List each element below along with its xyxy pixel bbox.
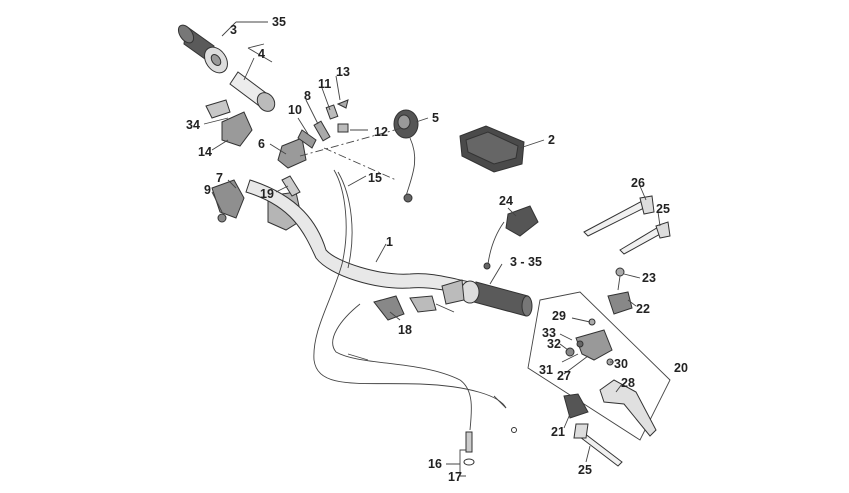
callout-29: 29: [552, 309, 566, 323]
callout-34: 34: [186, 118, 200, 132]
callout-16: 16: [428, 457, 442, 471]
clutch-perch-part[interactable]: [373, 295, 455, 321]
callout-7: 7: [216, 171, 223, 185]
callout-4: 4: [258, 47, 265, 61]
callout-11: 11: [318, 77, 331, 91]
handlebar-part[interactable]: [245, 179, 475, 295]
throttle-tube-part[interactable]: [229, 71, 278, 115]
switch-part[interactable]: [393, 109, 419, 203]
callout-15: 15: [368, 171, 382, 185]
callout-26: 26: [631, 176, 645, 190]
callout-3: 3: [230, 23, 237, 37]
callout-5: 5: [432, 111, 439, 125]
handlebar-pad-part[interactable]: [459, 125, 525, 173]
callout-33: 33: [542, 326, 556, 340]
callout-14: 14: [198, 145, 212, 159]
throttle-grip-part[interactable]: [175, 22, 232, 77]
assembly-line: [299, 127, 403, 181]
callout-3-35: 3 - 35: [510, 255, 542, 269]
callout-20: 20: [674, 361, 688, 375]
callout-22: 22: [636, 302, 650, 316]
callout-31: 31: [539, 363, 553, 377]
cable-tie-part[interactable]: [573, 195, 671, 467]
leader-lines: [203, 21, 661, 477]
grip-part[interactable]: [441, 279, 533, 317]
callout-8: 8: [304, 89, 311, 103]
callout-27: 27: [557, 369, 571, 383]
callout-21: 21: [551, 425, 565, 439]
callout-24: 24: [499, 194, 513, 208]
callout-30: 30: [614, 357, 628, 371]
callout-35-top: 35: [272, 15, 286, 29]
lever-guard-part[interactable]: [563, 393, 589, 419]
callout-19: 19: [260, 187, 274, 201]
callout-9: 9: [204, 183, 211, 197]
cable-part: [313, 169, 517, 466]
callout-17: 17: [448, 470, 462, 484]
callout-2: 2: [548, 133, 555, 147]
callout-1: 1: [386, 235, 393, 249]
clamp-part[interactable]: [607, 267, 633, 315]
callout-25-bottom: 25: [578, 463, 592, 477]
brake-lever-part[interactable]: [599, 379, 657, 437]
callout-18: 18: [398, 323, 412, 337]
lever-bracket-part[interactable]: [565, 318, 614, 366]
callout-10: 10: [288, 103, 302, 117]
callout-12: 12: [374, 125, 388, 139]
callout-28: 28: [621, 376, 635, 390]
lever-assembly-outline: [527, 291, 671, 441]
callout-23: 23: [642, 271, 656, 285]
callout-32: 32: [547, 337, 561, 351]
callout-13: 13: [336, 65, 350, 79]
callout-25-right: 25: [656, 202, 670, 216]
callout-6: 6: [258, 137, 265, 151]
bolt-part[interactable]: [297, 99, 349, 149]
